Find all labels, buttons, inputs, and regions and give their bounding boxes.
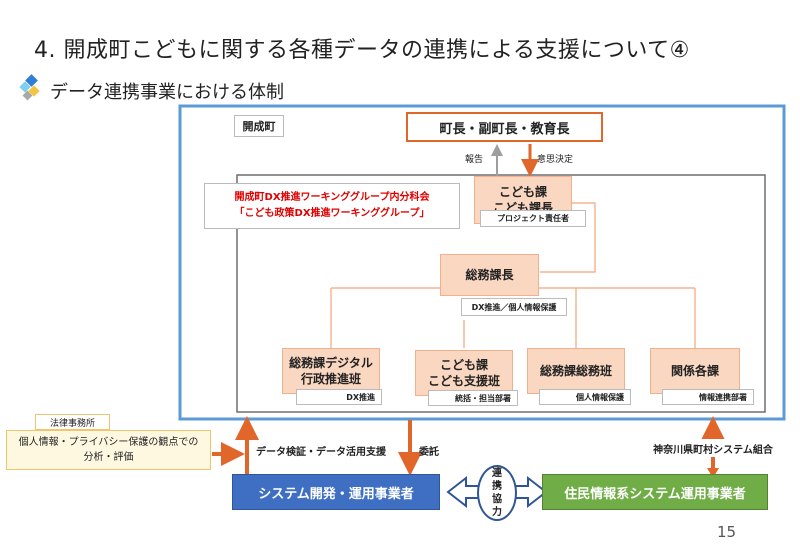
page-number: 15: [717, 523, 737, 541]
kaisei-frame: [178, 104, 786, 421]
coop-char-1: 連: [492, 468, 502, 479]
law-firm-label: 法律事務所: [35, 414, 110, 430]
working-group-line1: 開成町DX推進ワーキンググループ内分科会: [234, 192, 430, 203]
section-subtitle: データ連携事業における体制: [50, 82, 284, 103]
kodomo-head-role: プロジェクト責任者: [480, 210, 586, 227]
team-digital-role: DX推進: [296, 389, 382, 405]
kaisei-town-label: 開成町: [234, 115, 284, 137]
mayor-box: 町長・副町長・教育長: [406, 112, 603, 142]
team-digital-line2: 行政推進班: [300, 372, 361, 386]
law-firm-box: 個人情報・プライバシー保護の観点での 分析・評価: [6, 430, 211, 470]
working-group-label: 開成町DX推進ワーキンググループ内分科会 「こども政策DX推進ワーキンググループ…: [204, 183, 460, 229]
bullet-icon: [19, 74, 40, 101]
cooperation-badge: 連 携 協 力: [477, 465, 517, 521]
working-group-line2: 「こども政策DX推進ワーキンググループ」: [234, 208, 430, 219]
team-kodomo-line1: こども課: [439, 358, 488, 372]
team-somu-line1: 総務課総務班: [539, 364, 612, 378]
somu-head-box: 総務課長: [440, 254, 539, 296]
data-support-label: データ検証・データ活用支援: [256, 447, 386, 458]
system-developer-box: システム開発・運用事業者: [232, 474, 440, 510]
kodomo-head-line1: こども課: [498, 185, 547, 199]
commission-label: 委託: [419, 447, 439, 458]
working-group-frame: [236, 174, 766, 413]
team-digital-box: 総務課デジタル 行政推進班: [282, 348, 380, 394]
team-somu-role: 個人情報保護: [539, 389, 631, 405]
team-related-box: 関係各課: [650, 348, 740, 394]
kanagawa-union-label: 神奈川県町村システム組合: [646, 439, 780, 457]
coop-char-4: 力: [492, 507, 502, 518]
law-firm-line1: 個人情報・プライバシー保護の観点での: [18, 437, 199, 448]
coop-char-3: 協: [492, 494, 502, 505]
system-operator-box: 住民情報系システム運用事業者: [542, 474, 768, 510]
page-title: 4. 開成町こどもに関する各種データの連携による支援について④: [34, 38, 690, 63]
team-related-line1: 関係各課: [670, 364, 719, 378]
law-firm-line2: 分析・評価: [83, 452, 134, 463]
coop-char-2: 携: [492, 481, 502, 492]
report-label: 報告: [465, 155, 484, 165]
team-somu-box: 総務課総務班: [527, 348, 625, 394]
team-kodomo-role: 統括・担当部署: [428, 390, 518, 406]
somu-head-role: DX推進／個人情報保護: [461, 298, 567, 316]
team-related-role: 情報連携部署: [662, 389, 754, 405]
team-kodomo-line2: こども支援班: [427, 374, 500, 388]
team-digital-line1: 総務課デジタル: [289, 356, 373, 370]
team-kodomo-box: こども課 こども支援班: [415, 350, 513, 396]
decision-label: 意思決定: [537, 155, 574, 165]
